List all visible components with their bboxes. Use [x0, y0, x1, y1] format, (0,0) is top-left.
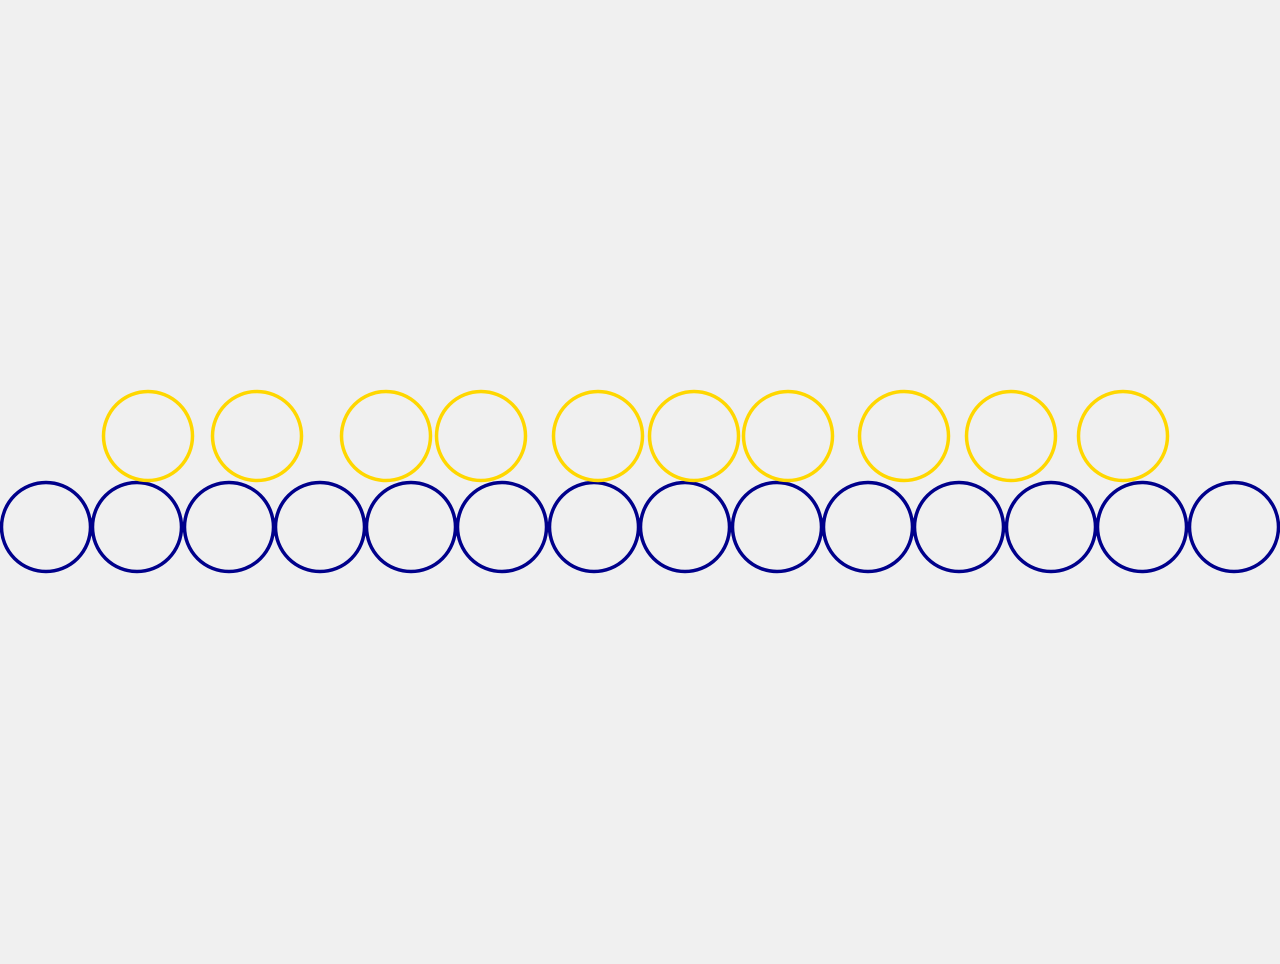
blue-circle-5 — [364, 480, 458, 574]
blue-circle-14 — [1187, 480, 1280, 574]
yellow-circle-5 — [551, 389, 645, 483]
bottom-row-blue-circles — [0, 480, 1280, 574]
top-row-yellow-circles — [101, 389, 1170, 483]
yellow-circle-9 — [964, 389, 1058, 483]
blue-circle-13 — [1095, 480, 1189, 574]
yellow-circle-2 — [210, 389, 304, 483]
yellow-circle-10 — [1076, 389, 1170, 483]
blue-circle-12 — [1004, 480, 1098, 574]
yellow-circle-1 — [101, 389, 195, 483]
yellow-circle-7 — [741, 389, 835, 483]
blue-circle-10 — [821, 480, 915, 574]
blue-circle-2 — [90, 480, 184, 574]
blue-circle-3 — [182, 480, 276, 574]
blue-circle-4 — [273, 480, 367, 574]
blue-circle-9 — [730, 480, 824, 574]
blue-circle-1 — [0, 480, 93, 574]
blue-circle-7 — [547, 480, 641, 574]
blue-circle-8 — [638, 480, 732, 574]
yellow-circle-4 — [434, 389, 528, 483]
blue-circle-11 — [912, 480, 1006, 574]
yellow-circle-8 — [857, 389, 951, 483]
yellow-circle-3 — [339, 389, 433, 483]
blue-circle-6 — [455, 480, 549, 574]
yellow-circle-6 — [647, 389, 741, 483]
